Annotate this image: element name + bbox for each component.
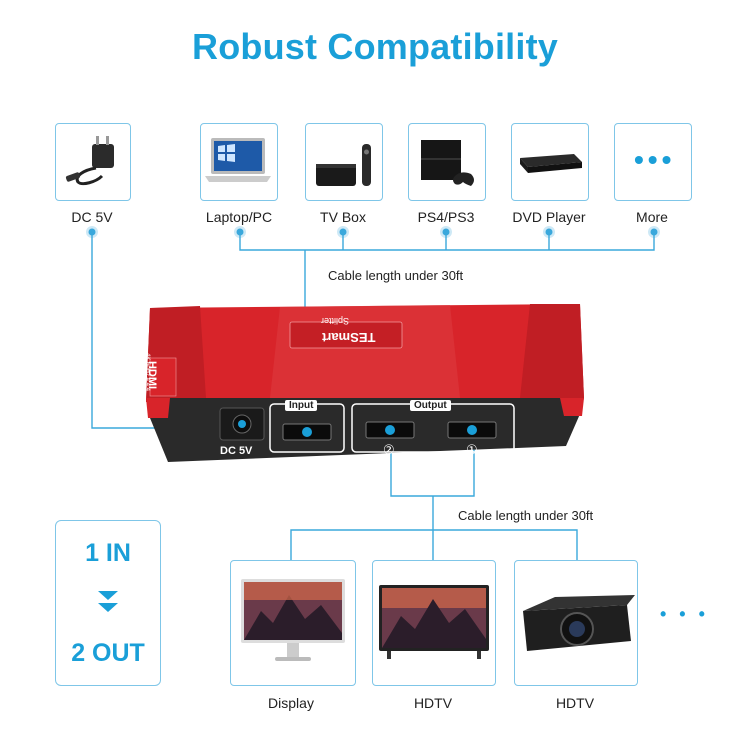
port-label-output: Output <box>410 400 451 411</box>
source-box-tvbox <box>305 123 383 201</box>
output-box-display <box>230 560 356 686</box>
port-number-2: ② <box>383 442 395 457</box>
more-outputs-icon: • • • <box>660 604 709 624</box>
source-box-console <box>408 123 486 201</box>
output-label-display: Display <box>268 695 314 711</box>
output-box-projector <box>514 560 638 686</box>
port-label-input: Input <box>285 400 318 411</box>
tv-box-icon <box>316 144 371 186</box>
port-label-dc: DC 5V <box>220 445 253 457</box>
dvd-player-icon <box>520 154 582 173</box>
source-box-dvd <box>511 123 589 201</box>
device-brand: TESmart <box>322 330 376 345</box>
source-box-laptop <box>200 123 278 201</box>
cable-length-top: Cable length under 30ft <box>328 268 464 283</box>
game-console-icon <box>421 140 474 186</box>
projector-icon <box>523 595 635 651</box>
output-box-hdtv <box>372 560 496 686</box>
tv-icon <box>379 585 489 659</box>
output-label-hdtv: HDTV <box>413 695 453 711</box>
hdmi-splitter-device <box>146 304 584 462</box>
source-box-more: ••• <box>614 123 692 201</box>
badge-line-2: 2 OUT <box>71 639 145 667</box>
source-label-dc: DC 5V <box>71 209 113 225</box>
device-model: Splitter <box>321 316 350 326</box>
page-title: Robust Compatibility <box>192 26 558 67</box>
cable-length-bottom: Cable length under 30ft <box>458 508 594 523</box>
more-dots-icon: ••• <box>634 144 676 175</box>
source-label-laptop: Laptop/PC <box>205 209 273 225</box>
source-box-dc <box>55 123 131 201</box>
source-label-console: PS4/PS3 <box>417 209 475 225</box>
output-label-projector: HDTV <box>555 695 595 711</box>
source-label-more: More <box>636 209 668 225</box>
double-down-arrow-icon <box>98 591 118 612</box>
power-adapter-icon <box>65 136 114 186</box>
badge-line-1: 1 IN <box>85 539 131 567</box>
device-spec: 4K 60Hz 4:4:4 <box>144 352 151 392</box>
one-in-two-out-badge: 1 IN 2 OUT <box>55 520 161 686</box>
source-label-tvbox: TV Box <box>320 209 366 225</box>
port-number-1: ① <box>466 442 478 457</box>
laptop-icon <box>205 138 271 182</box>
source-label-dvd: DVD Player <box>512 209 586 225</box>
monitor-icon <box>241 579 345 661</box>
